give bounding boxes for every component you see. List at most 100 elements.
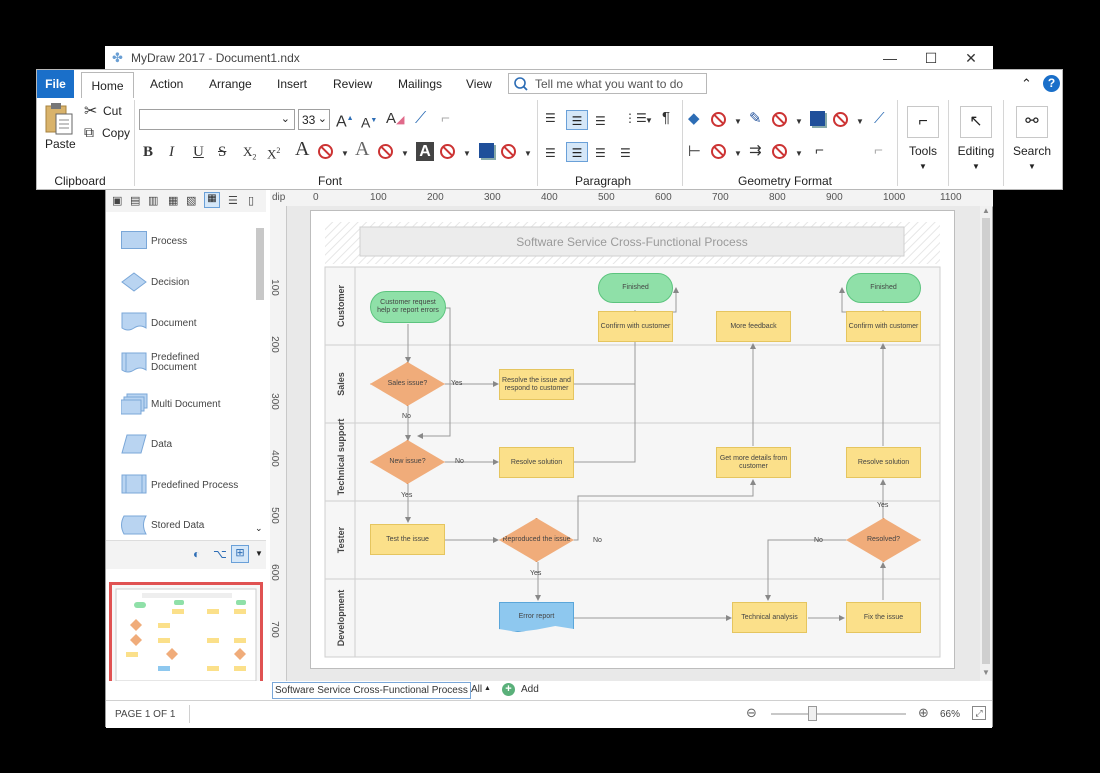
- node-error-report[interactable]: Error report: [499, 602, 574, 632]
- vertical-scrollbar[interactable]: ▲ ▼: [980, 206, 992, 681]
- tools-button[interactable]: ⌐ Tools▼: [903, 106, 943, 172]
- tab-arrange[interactable]: Arrange: [209, 77, 252, 91]
- line-color-icon[interactable]: ✎: [749, 110, 762, 127]
- shape-label-predefined-process[interactable]: Predefined Process: [151, 480, 239, 491]
- shapes-mode-icon[interactable]: ◐: [193, 547, 201, 561]
- lane-sales[interactable]: Sales: [336, 372, 346, 396]
- caret-icon[interactable]: ▼: [255, 549, 263, 558]
- bullets-icon[interactable]: ⋮☰: [624, 111, 647, 125]
- scroll-thumb[interactable]: [982, 218, 990, 664]
- zoom-slider-track[interactable]: [771, 713, 906, 715]
- lane-customer[interactable]: Customer: [336, 285, 346, 328]
- align-top-icon[interactable]: ☰: [545, 111, 556, 125]
- decision-shape-icon[interactable]: [121, 272, 147, 292]
- shape-label-stored-data[interactable]: Stored Data: [151, 520, 205, 531]
- format-painter-icon[interactable]: ⌐: [441, 110, 450, 127]
- no-line-icon[interactable]: [772, 112, 787, 127]
- node-customer-request[interactable]: Customer request help or report errors: [370, 291, 446, 323]
- shadow-icon[interactable]: [479, 143, 494, 158]
- maximize-button[interactable]: ☐: [924, 50, 938, 66]
- caret-icon[interactable]: ▼: [401, 149, 409, 158]
- collapse-icon[interactable]: ▯: [248, 195, 255, 207]
- shapes-scrollbar[interactable]: [256, 228, 264, 300]
- node-confirm-customer-2[interactable]: Confirm with customer: [846, 311, 921, 342]
- chevron-down-icon[interactable]: ⌄: [255, 523, 263, 533]
- caret-up-icon[interactable]: ▲: [484, 685, 491, 692]
- shape-label-predefined-document[interactable]: Predefined Document: [151, 352, 200, 373]
- line-begin-icon[interactable]: ⊢: [688, 143, 702, 160]
- zoom-slider-handle[interactable]: [808, 706, 817, 721]
- caret-icon[interactable]: ▼: [734, 149, 742, 158]
- caret-icon[interactable]: ▼: [795, 149, 803, 158]
- connectors-mode-icon[interactable]: ⌥: [213, 547, 227, 561]
- caret-icon[interactable]: ▼: [645, 116, 653, 125]
- tab-file[interactable]: File: [37, 70, 74, 98]
- shape-shadow-icon[interactable]: [810, 111, 825, 126]
- node-more-feedback[interactable]: More feedback: [716, 311, 791, 342]
- pilcrow-icon[interactable]: ¶: [662, 109, 671, 126]
- text-outline-icon[interactable]: A: [355, 138, 370, 160]
- align-left-icon[interactable]: ☰: [545, 146, 556, 160]
- add-page-button[interactable]: Add: [521, 684, 539, 695]
- node-finished-1[interactable]: Finished: [598, 273, 673, 303]
- zoom-in-icon[interactable]: ⊕: [918, 705, 929, 720]
- format-painter-icon[interactable]: ⌐: [874, 142, 883, 159]
- eyedropper-icon[interactable]: ⟋: [874, 110, 885, 127]
- shape-label-process[interactable]: Process: [151, 236, 188, 247]
- node-technical-analysis[interactable]: Technical analysis: [732, 602, 807, 633]
- superscript-icon[interactable]: X2: [267, 146, 281, 162]
- lane-development[interactable]: Development: [336, 589, 346, 647]
- lane-tester[interactable]: Tester: [336, 526, 346, 554]
- tab-view[interactable]: View: [466, 77, 492, 91]
- paste-button[interactable]: Paste: [45, 137, 76, 151]
- document-shape-icon[interactable]: [121, 312, 147, 332]
- node-resolve-solution-2[interactable]: Resolve solution: [846, 447, 921, 478]
- no-end-arrow-icon[interactable]: [772, 144, 787, 159]
- no-begin-arrow-icon[interactable]: [711, 144, 726, 159]
- multi-document-shape-icon[interactable]: [121, 393, 149, 415]
- align-middle-icon[interactable]: ☰: [566, 110, 588, 130]
- justify-icon[interactable]: ☰: [620, 146, 631, 160]
- no-shadow-icon[interactable]: [833, 112, 848, 127]
- bold-icon[interactable]: B: [143, 144, 154, 160]
- caret-icon[interactable]: ▼: [856, 117, 864, 126]
- caret-icon[interactable]: ▼: [463, 149, 471, 158]
- eyedropper-icon[interactable]: ⟋: [415, 110, 427, 127]
- predefined-document-shape-icon[interactable]: [121, 352, 147, 374]
- font-color-icon[interactable]: A: [295, 138, 310, 160]
- scroll-down-icon[interactable]: ▼: [982, 668, 990, 677]
- node-finished-2[interactable]: Finished: [846, 273, 921, 303]
- shape-label-multi-document[interactable]: Multi Document: [151, 399, 221, 410]
- align-center-icon[interactable]: ☰: [566, 142, 588, 162]
- caret-icon[interactable]: ▼: [524, 149, 532, 158]
- tab-review[interactable]: Review: [333, 77, 373, 91]
- no-fill-icon[interactable]: [711, 112, 726, 127]
- line-end-icon[interactable]: ⇉: [749, 142, 762, 159]
- process-shape-icon[interactable]: [121, 231, 147, 249]
- tab-insert[interactable]: Insert: [277, 77, 308, 91]
- open-icon[interactable]: ▥: [148, 195, 159, 207]
- node-get-more-details[interactable]: Get more details from customer: [716, 447, 791, 478]
- copy-icon[interactable]: ⧉: [84, 124, 94, 140]
- data-shape-icon[interactable]: [121, 434, 147, 454]
- clear-format-icon[interactable]: A◢: [386, 110, 405, 127]
- icons-view-icon[interactable]: ▦: [204, 192, 220, 208]
- node-fix-issue[interactable]: Fix the issue: [846, 602, 921, 633]
- export-icon[interactable]: ▧: [186, 195, 197, 207]
- paste-icon[interactable]: [44, 102, 74, 136]
- fit-page-icon[interactable]: ⤢: [972, 706, 986, 720]
- shape-label-decision[interactable]: Decision: [151, 277, 190, 288]
- cut-icon[interactable]: ✂: [84, 103, 98, 120]
- collapse-ribbon-icon[interactable]: ⌃: [1021, 76, 1032, 91]
- font-size-select[interactable]: 33 ⌄: [298, 109, 330, 130]
- tab-home[interactable]: Home: [81, 72, 134, 98]
- editing-button[interactable]: ↖ Editing▼: [954, 106, 998, 172]
- search-button[interactable]: ⚯ Search▼: [1010, 106, 1054, 172]
- subscript-icon[interactable]: X2: [243, 144, 257, 162]
- page-thumbnail[interactable]: [109, 582, 263, 688]
- font-family-select[interactable]: ⌄: [139, 109, 295, 130]
- no-outline-icon[interactable]: [378, 144, 393, 159]
- zoom-out-icon[interactable]: ⊖: [746, 705, 757, 720]
- help-icon[interactable]: ?: [1043, 75, 1060, 92]
- stored-data-shape-icon[interactable]: [118, 515, 148, 535]
